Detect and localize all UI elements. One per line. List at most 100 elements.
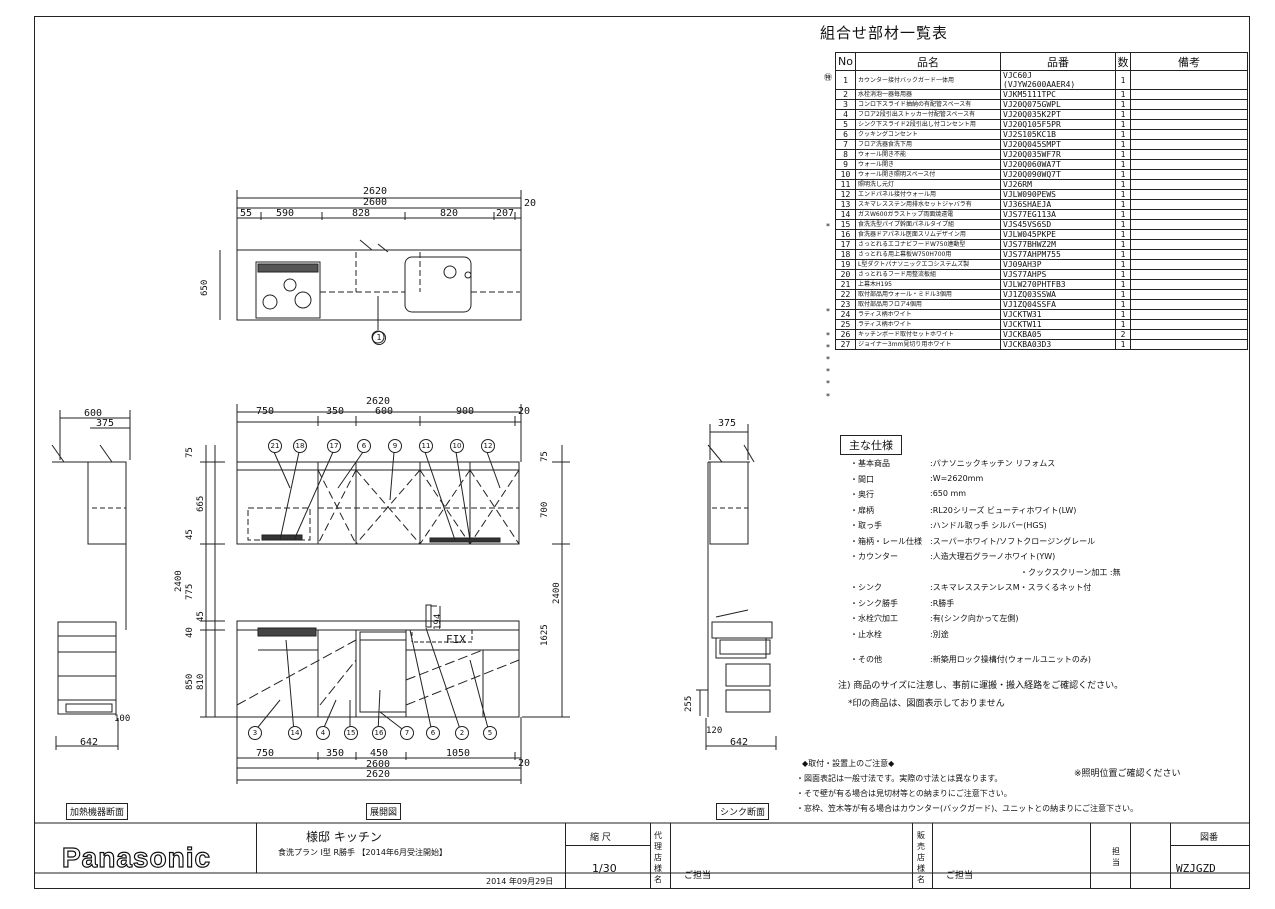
parts-cell-remarks — [1130, 339, 1248, 350]
dim-base-seg: 1050 — [446, 748, 471, 759]
dim-plan-seg: 55 — [240, 208, 253, 219]
parts-cell-code: VJCKTW31 — [1000, 309, 1116, 320]
parts-cell-remarks — [1130, 70, 1248, 90]
parts-cell-remarks — [1130, 259, 1248, 270]
callout-marker: 6 — [357, 439, 371, 453]
dim-plan-seg: 20 — [524, 198, 537, 209]
parts-cell-code: VJLW270PHTFB3 — [1000, 279, 1116, 290]
col-name: 品名 — [855, 52, 1001, 71]
parts-cell-no: 12 — [835, 189, 856, 200]
parts-cell-no: 24 — [835, 309, 856, 320]
dim-base-seg: 750 — [256, 748, 275, 759]
callout-marker: 4 — [316, 726, 330, 740]
dim-wall-seg: 350 — [326, 406, 345, 417]
dim-sink: 120 — [706, 726, 723, 736]
parts-cell-name: ラティス柄ホワイト — [855, 319, 1001, 330]
parts-cell-code: VJ20Q035WF7R — [1000, 149, 1116, 160]
caption-elevation: 展開図 — [366, 803, 402, 820]
spec-key: ・間口 — [850, 474, 874, 484]
parts-cell-name: 上幕木H195 — [855, 279, 1001, 290]
callout-marker: 2 — [455, 726, 469, 740]
parts-cell-remarks — [1130, 99, 1248, 110]
parts-cell-qty: 1 — [1115, 189, 1131, 200]
spec-row: ・水栓穴加工:有(シンク向かって左側) — [850, 613, 1019, 624]
sheet-title: 組合せ部材一覧表 — [820, 24, 949, 42]
parts-mark: * — [826, 355, 830, 365]
parts-cell-name: フロア洗器食洗下用 — [855, 139, 1001, 150]
col-remarks: 備考 — [1130, 52, 1248, 71]
dim-v: 194 — [433, 613, 443, 630]
parts-cell-no: 27 — [835, 339, 856, 350]
spec-row: ・取っ手:ハンドル取っ手 シルバー(HGS) — [850, 520, 1047, 531]
dim-wall-seg: 750 — [256, 406, 275, 417]
note-lighting: ※照明位置ご確認ください — [1074, 769, 1181, 779]
parts-cell-no: 17 — [835, 239, 856, 250]
parts-cell-qty: 1 — [1115, 219, 1131, 230]
parts-cell-qty: 1 — [1115, 249, 1131, 260]
spec-key: ・扉柄 — [850, 505, 874, 515]
spec-row: ・シンク勝手:R勝手 — [850, 598, 954, 609]
spec-key: ・その他 — [850, 655, 882, 664]
dim-v: 665 — [196, 495, 206, 512]
parts-cell-no: 2 — [835, 89, 856, 100]
dim-wall-seg: 20 — [518, 406, 531, 417]
callout-marker: 14 — [288, 726, 302, 740]
parts-cell-no: 22 — [835, 289, 856, 300]
callout-plan: 1 — [372, 331, 386, 345]
parts-cell-code: VJS77AHPS — [1000, 269, 1116, 280]
callout-marker: 12 — [481, 439, 495, 453]
dim-base-seg: 450 — [370, 748, 389, 759]
dim-sink: 255 — [684, 695, 694, 712]
note-caution-2: ・そで壁が有る場合は見切材等との納まりにご注意下さい。 — [796, 789, 1012, 798]
parts-cell-code: VJ20Q060WA7T — [1000, 159, 1116, 170]
caption-sink-section: シンク断面 — [716, 803, 770, 820]
parts-cell-name: 食洗洗型パイプ幹面パネルタイプ組 — [855, 219, 1001, 230]
parts-cell-code: VJ2S105KC1B — [1000, 129, 1116, 140]
dim-plan-inner: 2600 — [363, 197, 388, 208]
spec-key: ・箱柄・レール仕様 — [850, 536, 922, 546]
parts-cell-remarks — [1130, 109, 1248, 120]
parts-cell-qty: 1 — [1115, 259, 1131, 270]
elev-faucet — [425, 604, 432, 628]
parts-cell-no: 20 — [835, 269, 856, 280]
parts-cell-code: VJ1ZQ04SSFA — [1000, 299, 1116, 310]
parts-cell-name: 取付部品用フロア4個用 — [855, 299, 1001, 310]
parts-cell-no: 9 — [835, 159, 856, 170]
spec-row: ・シンク:スキマレスステンレスM・スラくるネット付 — [850, 582, 1091, 593]
project-name: 様邸 キッチン — [306, 830, 382, 844]
spec-value: :人造大理石グラーノホワイト(YW) — [930, 552, 1056, 561]
spec-key: ・シンク — [850, 583, 882, 592]
dim-plan-seg: 820 — [440, 208, 459, 219]
parts-cell-name: 照明洗し元灯 — [855, 179, 1001, 190]
parts-cell-remarks — [1130, 139, 1248, 150]
parts-cell-name: ガスW600ガラストップ両面焼遠電 — [855, 209, 1001, 220]
parts-cell-remarks — [1130, 249, 1248, 260]
parts-cell-name: さっとれる用上幕板W750H700用 — [855, 249, 1001, 260]
parts-cell-remarks — [1130, 269, 1248, 280]
parts-cell-qty: 1 — [1115, 269, 1131, 280]
drawing-no-label: 図番 — [1200, 833, 1219, 843]
spec-row: ・奥行:650 mm — [850, 489, 966, 500]
parts-cell-name: 食洗器ドアパネル医面スリムデザイン用 — [855, 229, 1001, 240]
spec-key: ・取っ手 — [850, 521, 882, 530]
parts-cell-no: 6 — [835, 129, 856, 140]
parts-cell-remarks — [1130, 289, 1248, 300]
dim-v: 75 — [185, 447, 195, 458]
parts-cell-name: ジョイナー3mm見切り用ホワイト — [855, 339, 1001, 350]
parts-cell-remarks — [1130, 219, 1248, 230]
spec-key: ・基本商品 — [850, 459, 890, 468]
scale-value: 1/30 — [592, 862, 617, 875]
parts-cell-code: VJS77BHWZ2M — [1000, 239, 1116, 250]
parts-cell-no: 23 — [835, 299, 856, 310]
parts-cell-qty: 2 — [1115, 329, 1131, 340]
parts-cell-qty: 1 — [1115, 299, 1131, 310]
parts-cell-name: さっとれるエコナビフードW750連動型 — [855, 239, 1001, 250]
note-caution-title: ◆取付・設置上のご注意◆ — [802, 759, 895, 768]
